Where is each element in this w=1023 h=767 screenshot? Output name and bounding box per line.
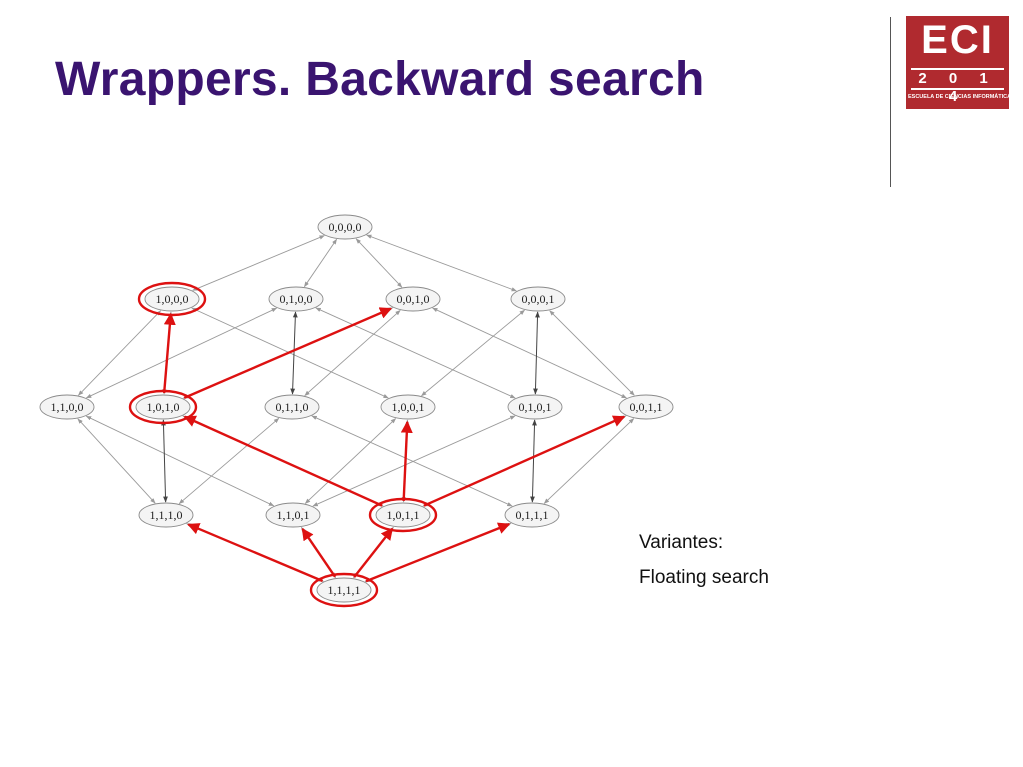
lattice-edge [366, 234, 517, 292]
node-ellipse [268, 286, 324, 312]
node-ellipse [39, 394, 95, 420]
node-ellipse [618, 394, 674, 420]
lattice-node-0011: 0,0,1,1 [618, 394, 674, 420]
search-path-edge [353, 527, 394, 578]
eci-logo: ECI 2 0 1 4 ESCUELA DE CIENCIAS INFORMÁT… [906, 16, 1015, 109]
node-ellipse [265, 502, 321, 528]
logo-main-text: ECI [921, 18, 994, 62]
node-label: 0,0,1,0 [397, 292, 430, 306]
logo-subtitle: ESCUELA DE CIENCIAS INFORMÁTICAS [908, 94, 1015, 100]
node-label: 1,0,1,1 [387, 508, 420, 522]
node-ellipse [380, 394, 436, 420]
node-label: 1,1,1,1 [328, 583, 361, 597]
notes-box: Variantes: Floating search [639, 532, 769, 602]
lattice-node-0001: 0,0,0,1 [510, 286, 566, 312]
lattice-node-1001: 1,0,0,1 [380, 394, 436, 420]
lattice-edge [178, 417, 280, 505]
search-path-edge [301, 527, 337, 578]
logo-year: 2 0 1 4 [911, 68, 1004, 105]
node-label: 0,1,0,1 [519, 400, 552, 414]
lattice-edge [290, 311, 298, 395]
lattice-node-0010: 0,0,1,0 [385, 286, 441, 312]
lattice-node-1111: 1,1,1,1 [309, 572, 379, 608]
lattice-node-1000: 1,0,0,0 [137, 281, 207, 317]
highlight-ring [368, 497, 438, 533]
search-path-edge [162, 312, 176, 394]
lattice-node-1110: 1,1,1,0 [138, 502, 194, 528]
lattice-edge [549, 310, 635, 396]
node-ellipse [264, 394, 320, 420]
lattice-node-0110: 0,1,1,0 [264, 394, 320, 420]
node-ellipse [375, 502, 431, 528]
search-path-edge [187, 523, 324, 583]
lattice-node-0101: 0,1,0,1 [507, 394, 563, 420]
lattice-edge [192, 235, 325, 291]
lattice-edge [304, 310, 401, 396]
lattice-edge [421, 309, 525, 397]
node-label: 0,1,0,0 [280, 292, 313, 306]
node-ellipse [144, 286, 200, 312]
lattice-node-1011: 1,0,1,1 [368, 497, 438, 533]
lattice-edge [432, 307, 627, 399]
lattice-edge [85, 307, 278, 399]
node-ellipse [385, 286, 441, 312]
node-ellipse [135, 394, 191, 420]
lattice-node-1010: 1,0,1,0 [128, 389, 198, 425]
lattice-node-0100: 0,1,0,0 [268, 286, 324, 312]
lattice-edge [161, 419, 168, 503]
node-label: 1,0,0,0 [156, 292, 189, 306]
node-ellipse [510, 286, 566, 312]
slide-title: Wrappers. Backward search [55, 53, 705, 106]
lattice-edge [312, 415, 516, 507]
lattice-node-1100: 1,1,0,0 [39, 394, 95, 420]
node-label: 0,0,0,1 [522, 292, 555, 306]
lattice-edge [85, 415, 275, 507]
highlight-ring [137, 281, 207, 317]
highlight-ring [128, 389, 198, 425]
search-path-edge [183, 415, 383, 507]
node-label: 1,1,0,1 [277, 508, 310, 522]
search-path-edges [162, 307, 626, 583]
header-divider [890, 17, 891, 187]
node-ellipse [138, 502, 194, 528]
node-ellipse [317, 214, 373, 240]
lattice-edge [77, 418, 156, 504]
lattice-node-1101: 1,1,0,1 [265, 502, 321, 528]
notes-heading: Variantes: [639, 532, 724, 553]
node-label: 0,1,1,0 [276, 400, 309, 414]
node-label: 0,0,1,1 [630, 400, 663, 414]
node-label: 0,1,1,1 [516, 508, 549, 522]
lattice-edge [311, 415, 513, 507]
node-label: 1,1,1,0 [150, 508, 183, 522]
highlight-ring [309, 572, 379, 608]
node-ellipse [507, 394, 563, 420]
lattice-edge [543, 418, 635, 504]
lattice-node-0000: 0,0,0,0 [317, 214, 373, 240]
node-label: 1,0,1,0 [147, 400, 180, 414]
lattice-node-0111: 0,1,1,1 [504, 502, 560, 528]
lattice-edge [304, 238, 337, 288]
node-label: 1,1,0,0 [51, 400, 84, 414]
lattice-edge [315, 307, 516, 399]
node-label: 0,0,0,0 [329, 220, 362, 234]
lattice-nodes: 0,0,0,0 1,0,0,0 0,1,0,0 0,0,1,0 0,0,0,1 1,1,0… [39, 214, 674, 608]
search-path-edge [365, 522, 511, 583]
node-label: 1,0,0,1 [392, 400, 425, 414]
search-path-edge [423, 415, 626, 507]
node-ellipse [316, 577, 372, 603]
node-ellipse [504, 502, 560, 528]
lattice-edge [530, 419, 537, 503]
search-path-edge [183, 307, 392, 399]
search-path-edge [400, 420, 413, 502]
lattice-edge [533, 311, 540, 395]
notes-variant-item: Floating search [639, 567, 769, 588]
